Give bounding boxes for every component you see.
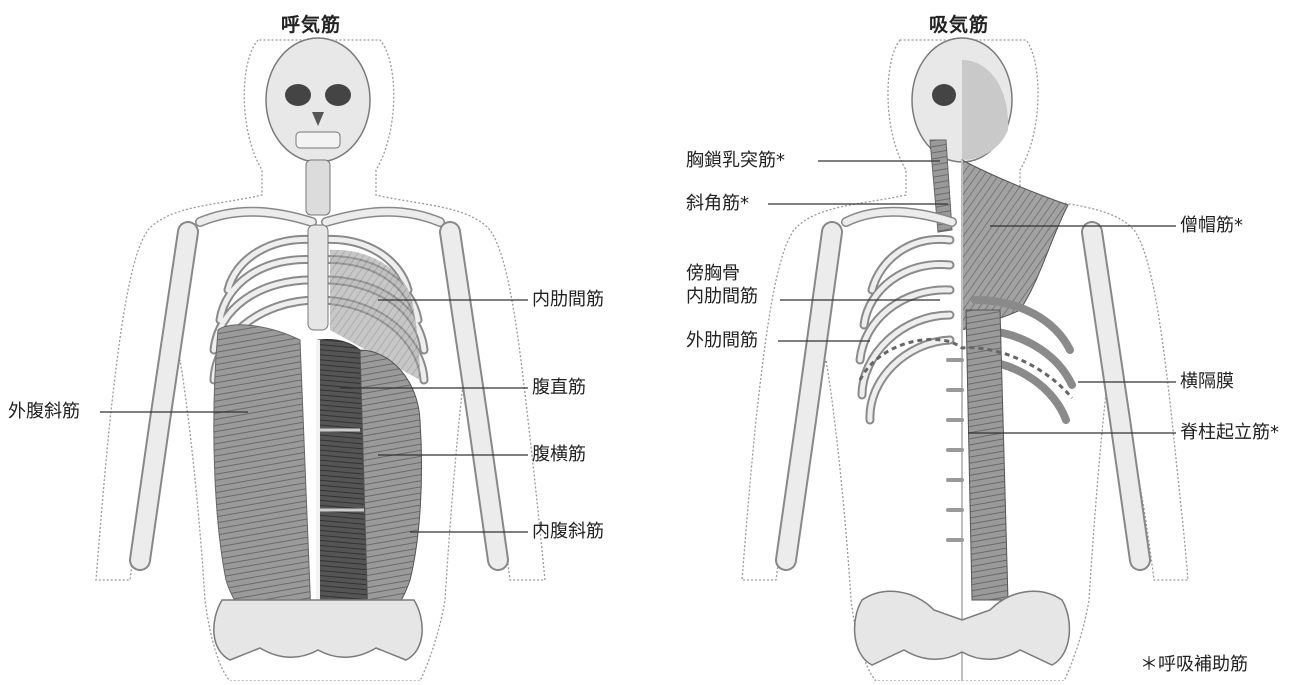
external-oblique-muscle (214, 325, 312, 640)
label-erector-spinae: 脊柱起立筋* (1180, 422, 1279, 445)
erector-spinae-muscle (966, 310, 1008, 600)
label-parasternal-line1: 傍胸骨 (686, 263, 758, 286)
label-parasternal-line2: 内肋間筋 (686, 286, 758, 309)
label-internal-oblique: 内腹斜筋 (532, 521, 604, 544)
inspiratory-figure (742, 38, 1188, 681)
label-diaphragm: 横隔膜 (1180, 371, 1234, 394)
pelvis-left (214, 600, 422, 660)
label-external-intercostal: 外肋間筋 (686, 330, 758, 353)
expiratory-title: 呼気筋 (281, 10, 341, 37)
label-transversus-abdominis: 腹横筋 (532, 444, 586, 467)
vertebrae (948, 360, 962, 540)
rectus-abdominis-muscle (318, 339, 368, 642)
label-internal-intercostal: 内肋間筋 (532, 289, 604, 312)
label-rectus-abdominis: 腹直筋 (532, 377, 586, 400)
label-external-oblique: 外腹斜筋 (8, 401, 80, 424)
expiratory-figure (96, 38, 545, 681)
transversus-abdominis-muscle (360, 350, 422, 621)
label-parasternal-internal-intercostal: 傍胸骨 内肋間筋 (686, 263, 758, 308)
label-sternocleidomastoid: 胸鎖乳突筋* (686, 150, 785, 173)
footnote-accessory-muscles: ＊呼吸補助筋 (1140, 650, 1248, 676)
inspiratory-title: 吸気筋 (929, 10, 989, 37)
label-trapezius: 僧帽筋* (1180, 215, 1243, 238)
label-scalene: 斜角筋* (686, 193, 749, 216)
